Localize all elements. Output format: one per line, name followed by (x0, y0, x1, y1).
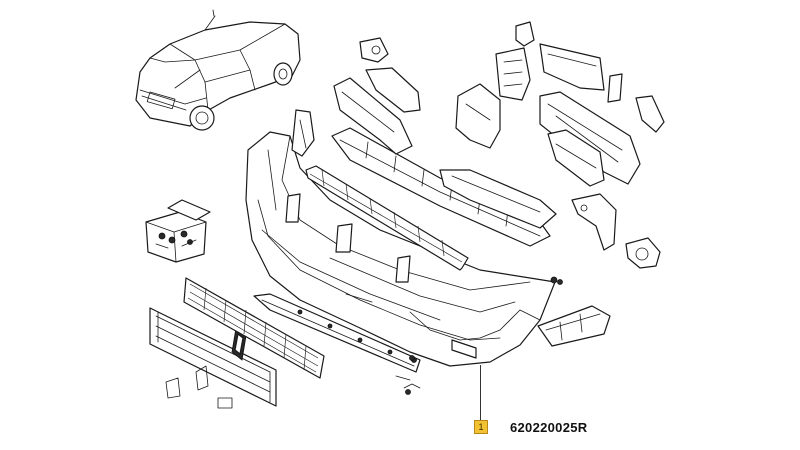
front-bumper-icon (245, 131, 558, 367)
clip-icon (403, 279, 563, 389)
vehicle-icon (135, 9, 301, 131)
bracket-icon (455, 21, 665, 269)
fastener-kit-icon (145, 199, 211, 263)
part-number-label[interactable]: 620220025R (510, 420, 588, 435)
crossmember-bracket-icon (291, 37, 421, 157)
callout-index-badge[interactable]: 1 (474, 420, 488, 434)
bumper-reinforcement-icon (331, 127, 557, 247)
callout-leader-line (480, 365, 481, 420)
radiator-grille-icon (149, 277, 325, 409)
lower-grille-icon (305, 165, 469, 271)
side-guide-bracket-icon (537, 305, 611, 347)
